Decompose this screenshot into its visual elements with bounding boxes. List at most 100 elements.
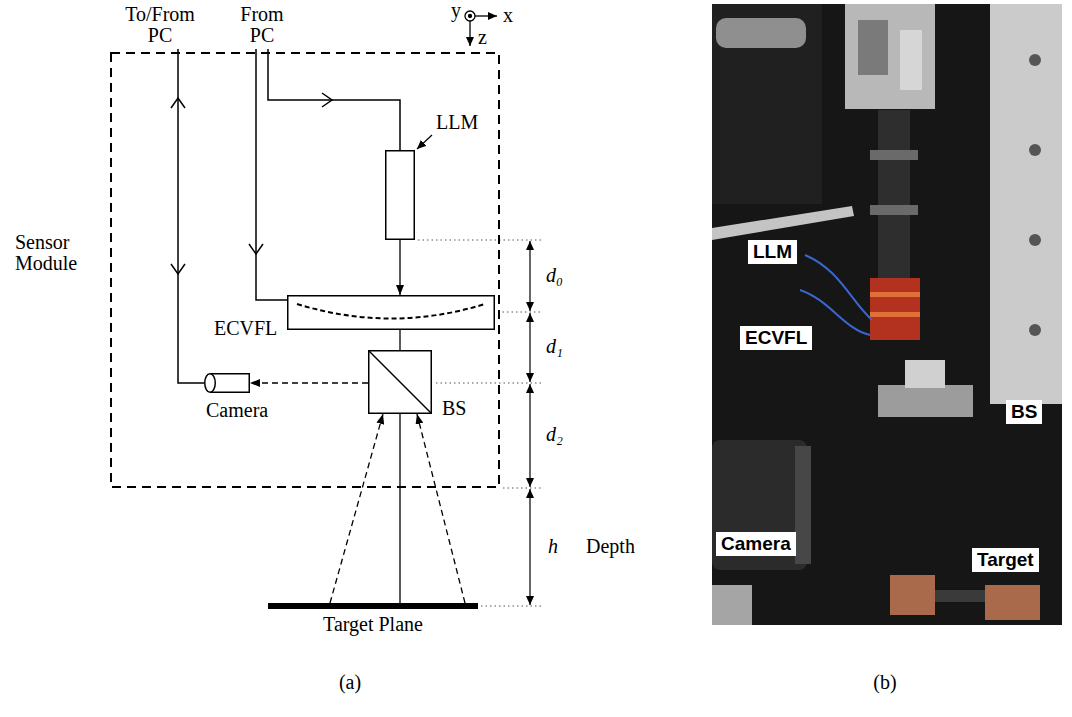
leader-line bbox=[417, 135, 432, 149]
lens-wire bbox=[256, 49, 287, 300]
camera-symbol: Camera bbox=[204, 373, 250, 393]
photo-label-text: LLM bbox=[753, 241, 792, 263]
photo-bracket-detail bbox=[858, 20, 888, 75]
laser-module-box: LLM bbox=[385, 150, 415, 240]
photo-target-clip bbox=[985, 585, 1040, 620]
extension-line bbox=[481, 606, 542, 607]
panel-label: (b) bbox=[855, 672, 915, 693]
photo-beam-splitter bbox=[878, 385, 973, 417]
photo-label: BS bbox=[1006, 400, 1042, 424]
laser-beam bbox=[399, 330, 400, 350]
dimension-label: h bbox=[548, 536, 558, 557]
dimension-label: d₁ bbox=[546, 336, 563, 357]
reflected-light bbox=[250, 382, 368, 383]
axis-label: x bbox=[503, 5, 513, 26]
photo-hole bbox=[1029, 324, 1041, 336]
photo-hole bbox=[1029, 54, 1041, 66]
reflected-light bbox=[417, 414, 465, 603]
part-label: Camera bbox=[206, 400, 268, 421]
axis-label: z bbox=[478, 27, 487, 48]
beam-splitter-cube-outline bbox=[368, 350, 432, 414]
axis-out-of-page bbox=[465, 11, 475, 21]
part-label: BS bbox=[442, 398, 466, 419]
photo-rod bbox=[716, 18, 806, 48]
photo-label: Target bbox=[972, 548, 1039, 572]
photo-label-text: ECVFL bbox=[745, 327, 807, 349]
splitter-diagonal bbox=[369, 351, 431, 413]
dimension-lines bbox=[529, 241, 530, 605]
photo-lens-coil-stripe bbox=[870, 312, 920, 317]
lens-surface bbox=[297, 304, 485, 319]
photo-label: Camera bbox=[716, 532, 796, 556]
extension-line bbox=[418, 240, 542, 241]
camera-end bbox=[205, 374, 216, 393]
camera-symbol-outline bbox=[204, 373, 250, 393]
wire-chevron bbox=[249, 244, 263, 254]
part-label: Target Plane bbox=[268, 614, 478, 635]
photo bbox=[712, 4, 1062, 625]
photo-target-clip bbox=[890, 575, 935, 615]
plane-bar bbox=[268, 603, 478, 609]
photo-hole bbox=[1029, 144, 1041, 156]
part-label: LLM bbox=[436, 112, 478, 133]
extension-lines bbox=[418, 240, 542, 606]
target-plane-outline bbox=[268, 603, 478, 609]
photo-ring bbox=[870, 205, 918, 215]
camera-wire bbox=[178, 49, 204, 383]
axis-label: y bbox=[451, 0, 461, 21]
photo-bracket-detail bbox=[900, 30, 922, 90]
dimension-arrow bbox=[529, 241, 530, 311]
part-label: Sensor Module bbox=[15, 232, 99, 274]
laser-beam bbox=[399, 240, 400, 295]
photo-target bbox=[935, 590, 985, 602]
axis-arrow bbox=[475, 15, 497, 16]
photo-lens-coil-stripe bbox=[870, 292, 920, 297]
target-plane: Target Plane bbox=[268, 603, 478, 609]
photo-ring bbox=[870, 150, 918, 160]
laser-module-box-outline bbox=[385, 150, 415, 240]
dimension-label: d₀ bbox=[546, 265, 563, 286]
photo-plate bbox=[990, 4, 1062, 404]
wire-chevron bbox=[322, 93, 332, 107]
lens-box: ECVFL bbox=[287, 295, 495, 330]
reflected-light bbox=[330, 414, 383, 603]
axis-dot bbox=[469, 15, 472, 18]
dashed-boundary bbox=[111, 53, 499, 487]
extension-line bbox=[503, 488, 542, 489]
photo-label-text: Target bbox=[977, 549, 1034, 571]
photo-label-text: Camera bbox=[721, 533, 791, 555]
wire-chevron bbox=[171, 264, 185, 274]
axis-arrow bbox=[469, 21, 470, 46]
dimension-label: d₂ bbox=[546, 424, 563, 445]
photo-beam-splitter-cube bbox=[905, 360, 945, 388]
photo-wire bbox=[805, 255, 872, 320]
signal-label: To/From PC bbox=[120, 4, 200, 46]
photo-label: ECVFL bbox=[740, 326, 812, 350]
wires bbox=[171, 49, 400, 383]
photo-hole bbox=[1029, 234, 1041, 246]
photo-background bbox=[712, 4, 1062, 625]
connectors bbox=[250, 240, 465, 603]
photo-camera-rim bbox=[795, 446, 811, 564]
lens-box-outline bbox=[287, 295, 495, 330]
dimension-label: Depth bbox=[586, 536, 635, 557]
module-boundary: Sensor ModuleLLMECVFLCameraBS bbox=[110, 52, 500, 488]
part-label: ECVFL bbox=[214, 318, 277, 339]
extension-line bbox=[498, 312, 542, 313]
laser-beam bbox=[399, 414, 400, 603]
photo-label-text: BS bbox=[1011, 401, 1037, 423]
photo-bracket bbox=[845, 4, 935, 109]
laser-wire bbox=[268, 49, 400, 150]
photo-rod bbox=[712, 206, 854, 240]
dimension-arrow bbox=[529, 384, 530, 487]
signal-label: From PC bbox=[232, 4, 292, 46]
lens-housing bbox=[288, 296, 495, 330]
photo-camera-lens bbox=[712, 440, 807, 570]
photo-post bbox=[712, 585, 752, 625]
wire-chevron bbox=[171, 98, 185, 108]
dimension-arrow bbox=[529, 489, 530, 605]
module-rect bbox=[386, 151, 415, 240]
cube-outline bbox=[369, 351, 432, 414]
